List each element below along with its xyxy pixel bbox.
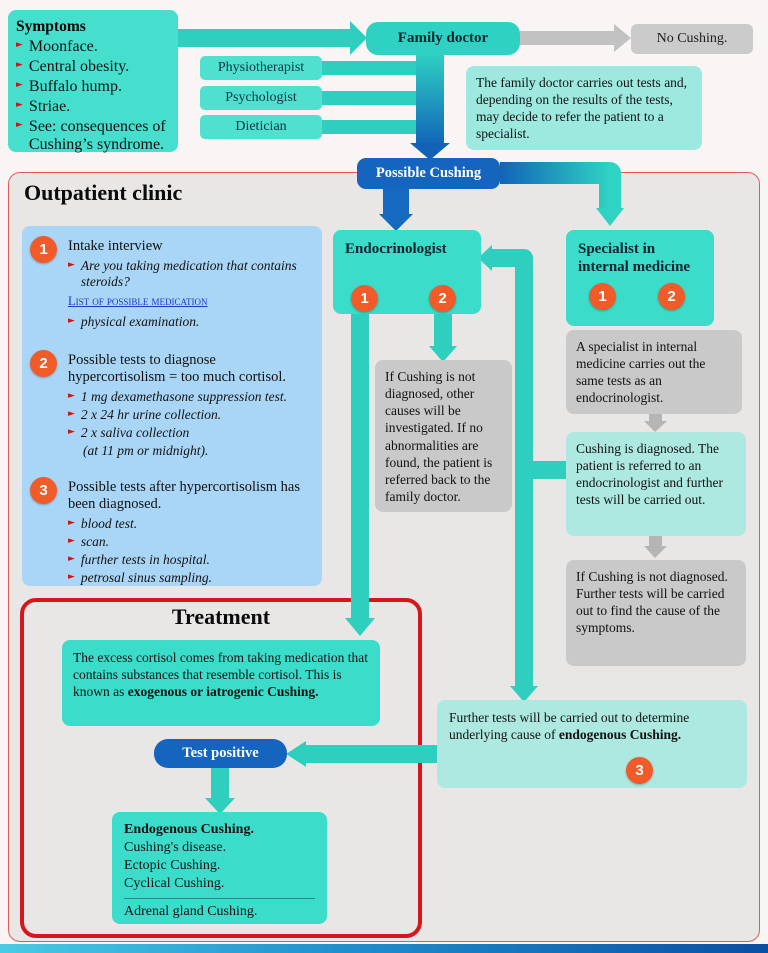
node-possible-cushing: Possible Cushing bbox=[357, 158, 500, 189]
node-physiotherapist: Physiotherapist bbox=[200, 56, 322, 80]
specialist-badge-1: 1 bbox=[589, 283, 616, 310]
treatment-title: Treatment bbox=[171, 604, 271, 629]
arrow-family-doctor-to-possible-cushing bbox=[410, 52, 450, 160]
symptom-item: ►Central obesity. bbox=[16, 58, 130, 75]
symptom-item: ►Moonface. bbox=[16, 38, 98, 55]
bullet-arrow-icon: ► bbox=[68, 518, 75, 528]
test-item: ►2 x 24 hr urine collection. bbox=[68, 407, 222, 422]
endogenous-cushing-box: Endogenous Cushing. Cushing's disease. E… bbox=[112, 812, 327, 924]
exogenous-bold: exogenous or iatrogenic Cushing. bbox=[127, 684, 319, 700]
endocrinologist-badge-1: 1 bbox=[351, 285, 378, 312]
specialist-badge-2: 2 bbox=[658, 283, 685, 310]
exogenous-cushing-box: The excess cortisol comes from taking me… bbox=[62, 640, 380, 726]
further-tests-bold: endogenous Cushing. bbox=[558, 727, 682, 743]
endogenous-line: Ectopic Cushing. bbox=[124, 857, 221, 873]
bullet-arrow-icon: ► bbox=[16, 80, 23, 90]
arrow-family-doctor-to-no-cushing bbox=[520, 24, 631, 52]
endo-not-diagnosed-box: If Cushing is not diagnosed, other cause… bbox=[375, 360, 512, 512]
node-no-cushing: No Cushing. bbox=[631, 24, 753, 54]
endogenous-divider bbox=[124, 897, 315, 899]
step-1-badge: 1 bbox=[30, 236, 57, 263]
tests-diagnose-title: Possible tests to diagnose hypercortisol… bbox=[68, 352, 286, 385]
endogenous-title: Endogenous Cushing. bbox=[124, 822, 254, 837]
intake-exam: ► physical examination. bbox=[68, 314, 200, 329]
further-tests-box: Further tests will be carried out to det… bbox=[437, 700, 747, 788]
step-3-badge: 3 bbox=[30, 477, 57, 504]
endogenous-line: Cushing's disease. bbox=[124, 839, 227, 855]
intake-title: Intake interview bbox=[68, 238, 163, 254]
symptom-item: ►See: consequences of Cushing’s syndrome… bbox=[16, 118, 166, 153]
test-positive-node: Test positive bbox=[154, 739, 287, 768]
bullet-arrow-icon: ► bbox=[68, 427, 75, 437]
symptoms-title: Symptoms bbox=[16, 18, 86, 35]
bullet-arrow-icon: ► bbox=[68, 409, 75, 419]
further-tests-badge-3: 3 bbox=[626, 757, 653, 784]
not-diagnosed-further-box: If Cushing is not diagnosed. Further tes… bbox=[566, 560, 746, 666]
cushing-diagnosed-box: Cushing is diagnosed. The patient is ref… bbox=[566, 432, 746, 536]
node-dietician: Dietician bbox=[200, 115, 322, 139]
test-item: ►further tests in hospital. bbox=[68, 552, 210, 567]
tests-diagnose-section: 2 Possible tests to diagnose hypercortis… bbox=[30, 350, 312, 459]
test-item: ►scan. bbox=[68, 534, 110, 549]
step-2-badge: 2 bbox=[30, 350, 57, 377]
intake-section: 1 Intake interview ► Are you taking medi… bbox=[30, 236, 312, 330]
symptoms-box: Symptoms ►Moonface. ►Central obesity. ►B… bbox=[8, 10, 178, 153]
bullet-arrow-icon: ► bbox=[68, 572, 75, 582]
intake-question: ► Are you taking medication that contain… bbox=[68, 258, 297, 289]
outpatient-clinic-title: Outpatient clinic bbox=[24, 180, 183, 205]
bullet-arrow-icon: ► bbox=[68, 536, 75, 546]
intake-tests-box: 1 Intake interview ► Are you taking medi… bbox=[22, 226, 322, 586]
bullet-arrow-icon: ► bbox=[16, 100, 23, 110]
bullet-arrow-icon: ► bbox=[68, 260, 75, 270]
tests-after-section: 3 Possible tests after hypercortisolism … bbox=[30, 477, 312, 586]
family-doctor-info-box: The family doctor carries out tests and,… bbox=[466, 66, 702, 150]
symptom-item: ►Buffalo hump. bbox=[16, 78, 122, 95]
test-item: ►blood test. bbox=[68, 516, 138, 531]
node-family-doctor: Family doctor bbox=[366, 22, 520, 55]
symptom-item: ►Striae. bbox=[16, 98, 71, 115]
saliva-note: (at 11 pm or midnight). bbox=[83, 443, 209, 458]
specialist-same-tests-box: A specialist in internal medicine carrie… bbox=[566, 330, 742, 414]
bullet-arrow-icon: ► bbox=[68, 316, 75, 326]
endogenous-line: Cyclical Cushing. bbox=[124, 875, 225, 891]
test-item: ►2 x saliva collection bbox=[68, 425, 190, 440]
bullet-arrow-icon: ► bbox=[16, 120, 23, 130]
test-item: ►1 mg dexamethasone suppression test. bbox=[68, 389, 288, 404]
bottom-accent-bar bbox=[0, 944, 768, 953]
tests-after-title: Possible tests after hypercortisolism ha… bbox=[68, 479, 300, 512]
bullet-arrow-icon: ► bbox=[68, 391, 75, 401]
bullet-arrow-icon: ► bbox=[16, 40, 23, 50]
possible-medication-link[interactable]: List of possible medication bbox=[68, 294, 208, 308]
arrow-allied-health-connectors bbox=[320, 61, 442, 134]
arrow-symptoms-to-family-doctor bbox=[176, 21, 367, 55]
endocrinologist-badge-2: 2 bbox=[429, 285, 456, 312]
node-specialist-internal-medicine: Specialist in internal medicine bbox=[566, 230, 714, 326]
endogenous-adrenal: Adrenal gland Cushing. bbox=[124, 903, 258, 919]
node-psychologist: Psychologist bbox=[200, 86, 322, 110]
bullet-arrow-icon: ► bbox=[16, 60, 23, 70]
test-item: ►petrosal sinus sampling. bbox=[68, 570, 213, 585]
bullet-arrow-icon: ► bbox=[68, 554, 75, 564]
